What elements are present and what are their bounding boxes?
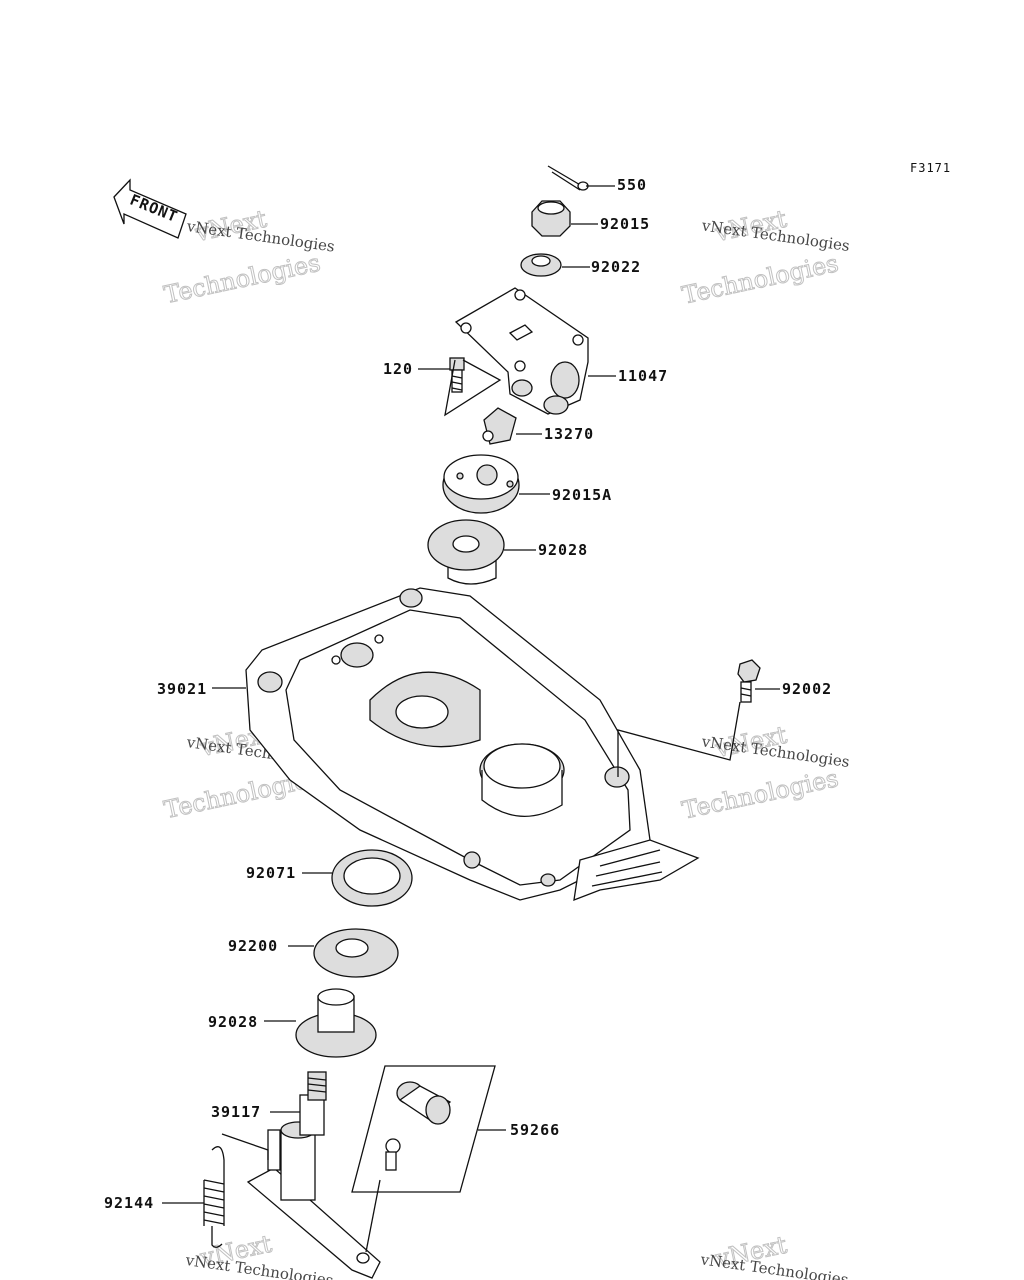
label-120: 120 <box>383 360 413 378</box>
figure-code: F3171 <box>910 161 951 175</box>
watermark-tr: vNext vNext Technologies Technologies <box>679 204 851 310</box>
svg-text:Technologies: Technologies <box>162 249 323 309</box>
label-92022: 92022 <box>591 258 641 276</box>
watermark-tl: vNext vNext Technologies Technologies <box>161 204 336 309</box>
label-11047: 11047 <box>618 367 668 385</box>
label-92071: 92071 <box>246 864 296 882</box>
label-92002: 92002 <box>782 680 832 698</box>
label-550: 550 <box>617 176 647 194</box>
label-92200: 92200 <box>228 937 278 955</box>
watermark-mr: vNext vNext Technologies Technologies <box>679 720 851 825</box>
label-92028-top: 92028 <box>538 541 588 559</box>
svg-text:Technologies: Technologies <box>680 764 841 824</box>
label-39117: 39117 <box>211 1103 261 1121</box>
label-39021: 39021 <box>157 680 207 698</box>
washer-large-icon <box>313 928 399 978</box>
label-92015: 92015 <box>600 215 650 233</box>
svg-text:Technologies: Technologies <box>680 249 841 309</box>
watermark-bl: vNext vNext Technologies <box>184 1229 335 1280</box>
bracket-icon <box>454 287 589 415</box>
castle-nut-icon <box>531 200 571 237</box>
label-13270: 13270 <box>544 425 594 443</box>
ball-joint-icon <box>482 407 517 445</box>
label-92028-lower: 92028 <box>208 1013 258 1031</box>
flange-nut-icon <box>442 454 520 514</box>
cap-and-bolt-icon <box>351 1065 496 1193</box>
cover-plate-icon <box>245 587 700 902</box>
lever-shaft-icon <box>246 1071 381 1279</box>
watermark-br: vNext vNext Technologies <box>699 1230 850 1280</box>
washer-icon <box>520 253 562 277</box>
leader-lines <box>162 185 780 1253</box>
cotter-pin-icon <box>547 165 589 191</box>
bushing-lower-icon <box>295 988 377 1058</box>
bushing-icon <box>427 519 505 585</box>
label-92144: 92144 <box>104 1194 154 1212</box>
flange-bolt-icon <box>737 659 761 703</box>
label-92015a: 92015A <box>552 486 612 504</box>
oil-seal-icon <box>331 849 413 907</box>
front-arrow-icon: FRONT <box>113 178 187 239</box>
spring-icon <box>203 1146 225 1248</box>
label-59266: 59266 <box>510 1121 560 1139</box>
